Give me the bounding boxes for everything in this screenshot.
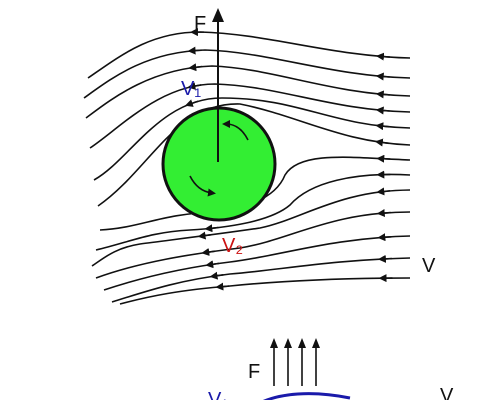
lift-arrow-head [270, 338, 278, 348]
flow-direction-arrow [197, 231, 212, 240]
v2-label: V₂ [222, 235, 243, 257]
streamline [95, 173, 411, 251]
flow-direction-arrow [376, 154, 391, 163]
flow-direction-arrow [376, 187, 391, 196]
streamline [95, 211, 411, 279]
flow-direction-arrow [209, 271, 224, 280]
lift-arrow-head [312, 338, 320, 348]
flow-direction-arrow [205, 260, 220, 269]
flow-direction-arrow [376, 209, 391, 218]
flow-direction-arrow [375, 122, 390, 131]
airfoil-diagram: F V₁ V [208, 338, 454, 400]
force-arrow-head [212, 8, 224, 22]
streamline [89, 83, 411, 149]
flow-direction-arrow [184, 99, 199, 107]
airfoil-outline [262, 392, 351, 400]
flow-direction-arrow [375, 72, 390, 81]
v1-label: V₁ [181, 78, 201, 100]
streamline [93, 97, 411, 181]
flow-direction-arrow [375, 106, 390, 115]
streamline [97, 103, 411, 207]
streamline [87, 31, 411, 79]
streamline [119, 277, 411, 305]
rotation-arrow-bottom [189, 175, 216, 197]
v1-label-lower: V₁ [208, 389, 228, 400]
v-label-lower: V [440, 385, 454, 400]
flow-direction-arrow [215, 282, 230, 291]
streamline [91, 189, 411, 267]
flow-direction-arrow [375, 90, 390, 99]
flow-direction-arrow [375, 52, 390, 61]
rotation-arrow-top [222, 120, 249, 141]
flow-direction-arrow [187, 82, 202, 90]
lift-arrow-head [298, 338, 306, 348]
streamlines [83, 31, 411, 305]
flow-direction-arrow [187, 46, 202, 55]
streamline [103, 235, 411, 291]
streamline [111, 257, 411, 303]
force-label: F [194, 13, 206, 35]
streamline [83, 49, 411, 99]
force-label-lower: F [248, 361, 260, 383]
flow-direction-arrow [204, 224, 219, 233]
v-free-stream-label: V [422, 255, 436, 277]
flow-direction-arrow [188, 63, 203, 72]
flow-direction-arrow [374, 138, 389, 147]
flow-direction-arrow [201, 248, 216, 256]
flow-direction-arrow [377, 233, 392, 242]
lift-arrow-head [284, 338, 292, 348]
